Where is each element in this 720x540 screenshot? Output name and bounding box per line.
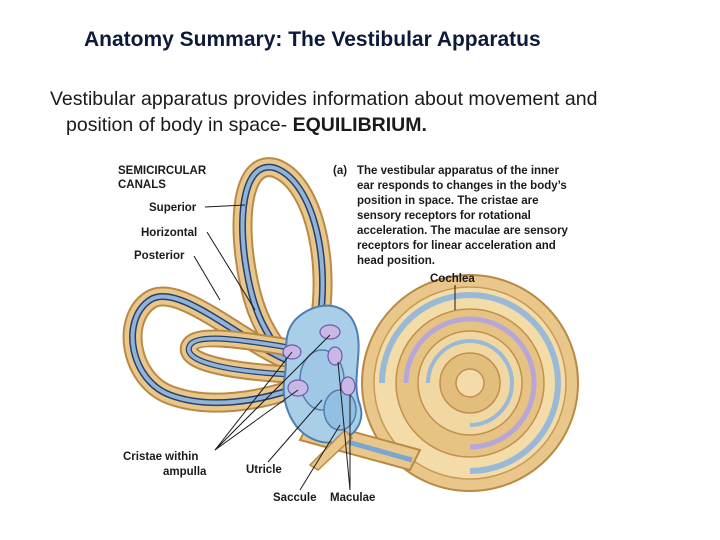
label-cochlea: Cochlea	[430, 273, 475, 285]
cristae-leader-1	[214, 351, 293, 451]
bullet-line-2-text: position of body in space-	[66, 114, 293, 136]
caption-line: position in space. The cristae are	[357, 195, 539, 207]
posterior-canal-duct	[130, 294, 302, 405]
label-superior: Superior	[149, 202, 197, 214]
cristae-leader-3	[214, 334, 331, 451]
caption-line: head position.	[357, 255, 435, 267]
macula-utricle	[327, 346, 343, 366]
label-canals: CANALS	[118, 179, 166, 191]
superior-leader	[204, 204, 246, 208]
saccule-sac	[323, 389, 357, 431]
cochlear-duct-outer	[379, 292, 561, 474]
caption-line: ear responds to changes in the body’s	[357, 180, 567, 192]
label-semicircular: SEMICIRCULAR	[118, 165, 207, 177]
figure-caption: The vestibular apparatus of the inner ea…	[357, 165, 569, 267]
macula-saccule	[340, 376, 356, 396]
label-ampulla: ampulla	[163, 466, 207, 478]
page-title: Anatomy Summary: The Vestibular Apparatu…	[84, 28, 541, 51]
label-utricle: Utricle	[246, 464, 282, 476]
caption-line: acceleration. The maculae are sensory	[357, 225, 569, 237]
superior-canal-duct	[240, 165, 325, 347]
cochlear-duct-inner	[426, 339, 514, 427]
posterior-leader	[193, 255, 221, 301]
horizontal-canal-duct	[187, 336, 307, 377]
leader-lines	[193, 204, 456, 491]
crista-superior	[319, 324, 341, 340]
label-horizontal: Horizontal	[141, 227, 197, 239]
summary-bullet: Vestibular apparatus provides informatio…	[50, 86, 700, 138]
vestibule	[282, 304, 363, 471]
semicircular-canals	[122, 157, 333, 413]
equilibrium-emphasis: EQUILIBRIUM.	[292, 114, 427, 136]
caption-line: The vestibular apparatus of the inner	[357, 165, 559, 177]
utricle-leader	[267, 399, 323, 463]
label-cristae: Cristae within	[123, 451, 198, 463]
cochlea-illustration	[361, 274, 579, 492]
cochlear-duct-mid	[403, 316, 537, 450]
label-saccule: Saccule	[273, 492, 316, 504]
label-maculae: Maculae	[330, 492, 375, 504]
caption-line: receptors for linear acceleration and	[357, 240, 556, 252]
horizontal-leader	[206, 231, 256, 311]
caption-line: sensory receptors for rotational	[357, 210, 531, 222]
cristae-leader-2	[214, 389, 299, 451]
crista-posterior	[287, 379, 309, 397]
saccule-leader	[299, 424, 341, 491]
bullet-line-1: Vestibular apparatus provides informatio…	[50, 88, 598, 110]
cochlea-apex	[455, 368, 485, 398]
bullet-line-2: position of body in space- EQUILIBRIUM.	[50, 112, 700, 138]
label-posterior: Posterior	[134, 250, 185, 262]
panel-letter: (a)	[333, 165, 347, 177]
maculae-leader-2	[337, 361, 351, 491]
